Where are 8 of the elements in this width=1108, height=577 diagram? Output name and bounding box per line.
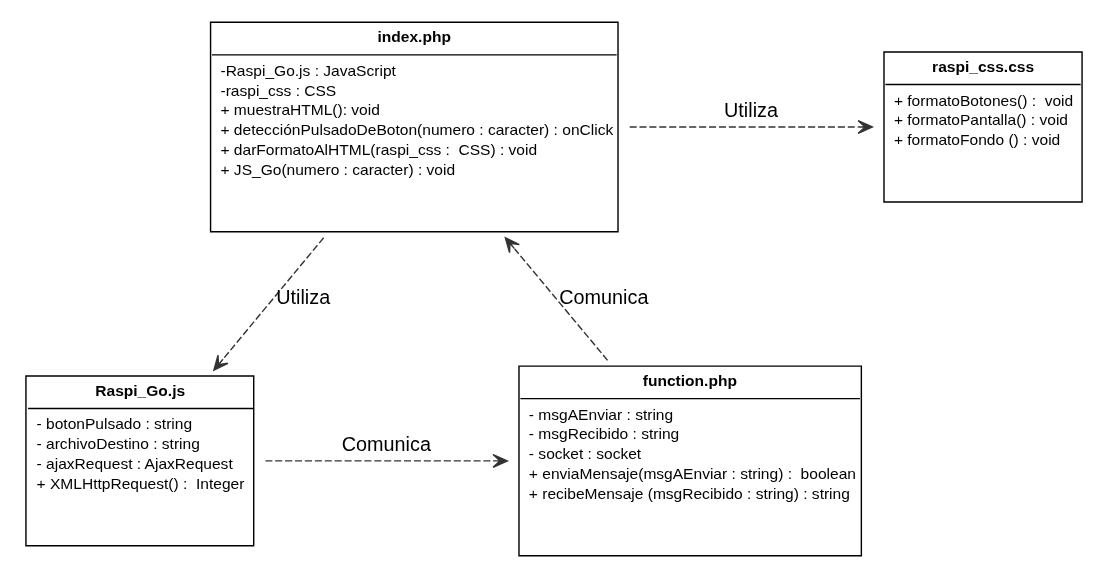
arrow — [213, 236, 325, 371]
arrow — [629, 119, 873, 134]
arrow — [504, 236, 609, 361]
arrow — [264, 453, 508, 468]
edge-label: Comunica — [341, 432, 431, 455]
edge-label: Utiliza — [724, 98, 778, 121]
edge-label: Utiliza — [276, 285, 331, 308]
edge-label: Comunica — [559, 285, 649, 308]
